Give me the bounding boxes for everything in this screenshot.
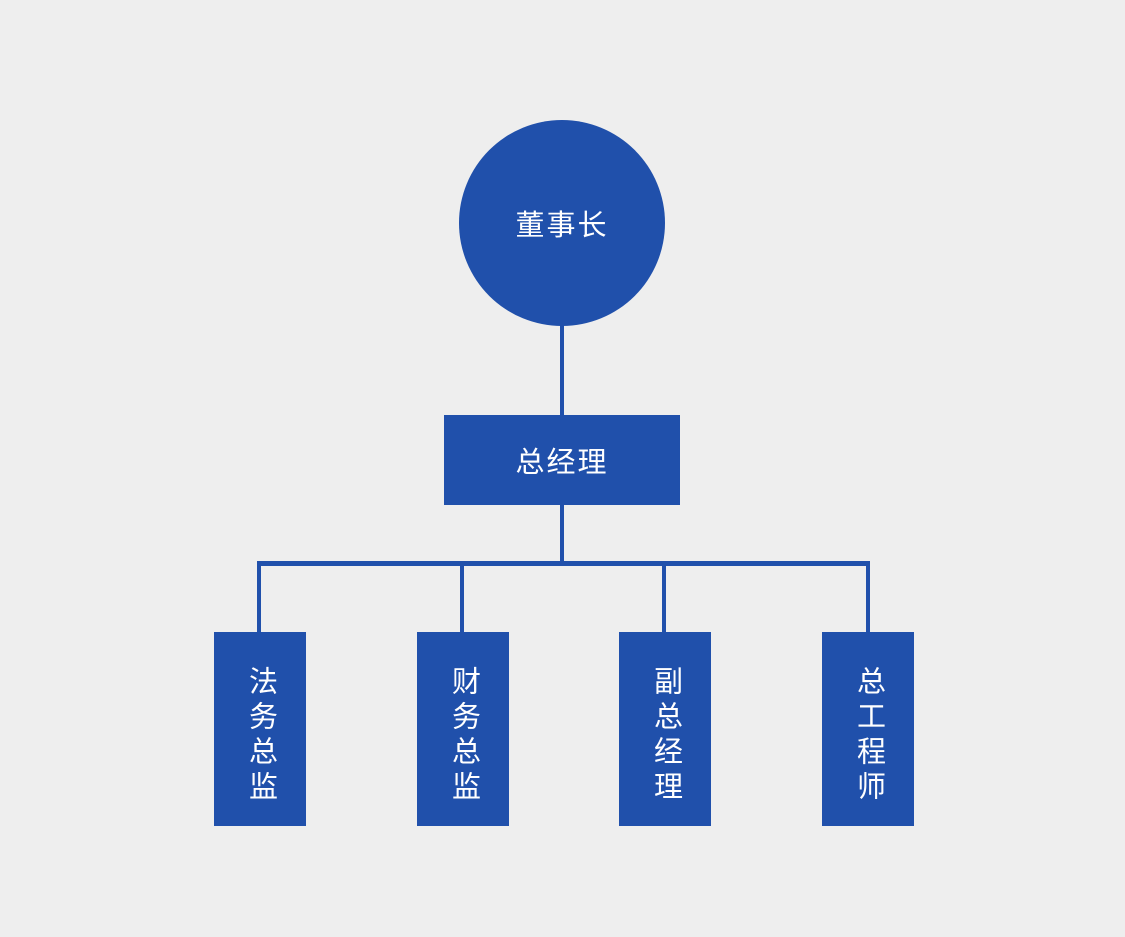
node-legal-director-label: 法务总监 — [244, 666, 277, 806]
node-finance-director[interactable]: 财务总监 — [417, 632, 509, 826]
node-chief-engineer[interactable]: 总工程师 — [822, 632, 914, 826]
connector-drop-chief-engineer — [866, 561, 870, 634]
connector-drop-deputy-general-manager — [662, 561, 666, 634]
node-deputy-general-manager-label: 副总经理 — [649, 666, 682, 806]
node-legal-director[interactable]: 法务总监 — [214, 632, 306, 826]
connector-root-to-gm — [560, 322, 564, 417]
node-chief-engineer-label: 总工程师 — [852, 666, 885, 806]
node-general-manager[interactable]: 总经理 — [444, 415, 680, 505]
node-finance-director-label: 财务总监 — [447, 666, 480, 806]
connector-gm-to-bus — [560, 504, 564, 564]
node-deputy-general-manager[interactable]: 副总经理 — [619, 632, 711, 826]
connector-horizontal-bus — [258, 561, 870, 566]
node-general-manager-label: 总经理 — [515, 447, 609, 479]
node-chairman-label: 董事长 — [515, 210, 609, 242]
connector-drop-legal-director — [257, 561, 261, 634]
connector-drop-finance-director — [460, 561, 464, 634]
node-chairman[interactable]: 董事长 — [459, 120, 665, 326]
